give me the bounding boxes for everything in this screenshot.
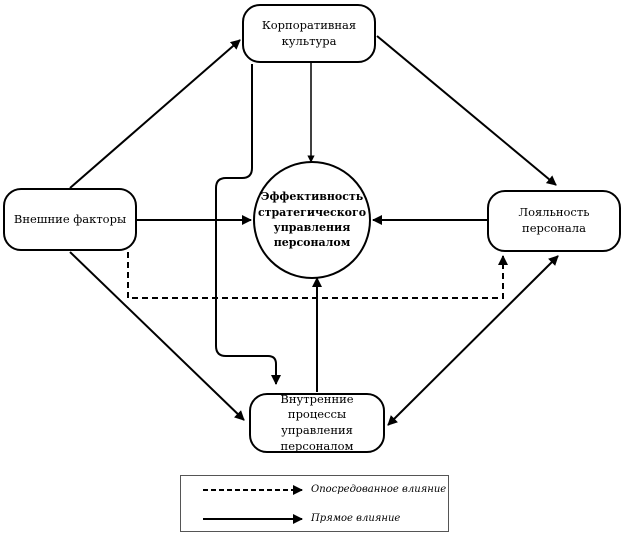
- node-corporate-culture: Корпоративная культура: [242, 4, 376, 63]
- arrow-external-to-culture: [69, 39, 241, 189]
- node-internal-hr-processes: Внутренние процессы управления персонало…: [249, 392, 385, 453]
- legend-direct-label: Прямое влияние: [311, 513, 401, 524]
- node-external-factors: Внешние факторы: [3, 188, 137, 251]
- arrow-external-to-internal: [69, 251, 245, 421]
- dashed-arrow-external-to-loyalty: [127, 252, 508, 299]
- arrow-culture-to-loyalty: [376, 35, 557, 186]
- node-strategic-hr-effectiveness: Эффективность стратегического управления…: [253, 161, 371, 279]
- arrow-internal-loyalty-bidirectional: [387, 255, 559, 426]
- node-staff-loyalty: Лояльность персонала: [487, 190, 621, 252]
- legend-indirect-label: Опосредованное влияние: [311, 484, 447, 495]
- arrow-culture-to-internal: [215, 64, 281, 385]
- legend-box: Опосредованное влияние Прямое влияние: [180, 475, 449, 532]
